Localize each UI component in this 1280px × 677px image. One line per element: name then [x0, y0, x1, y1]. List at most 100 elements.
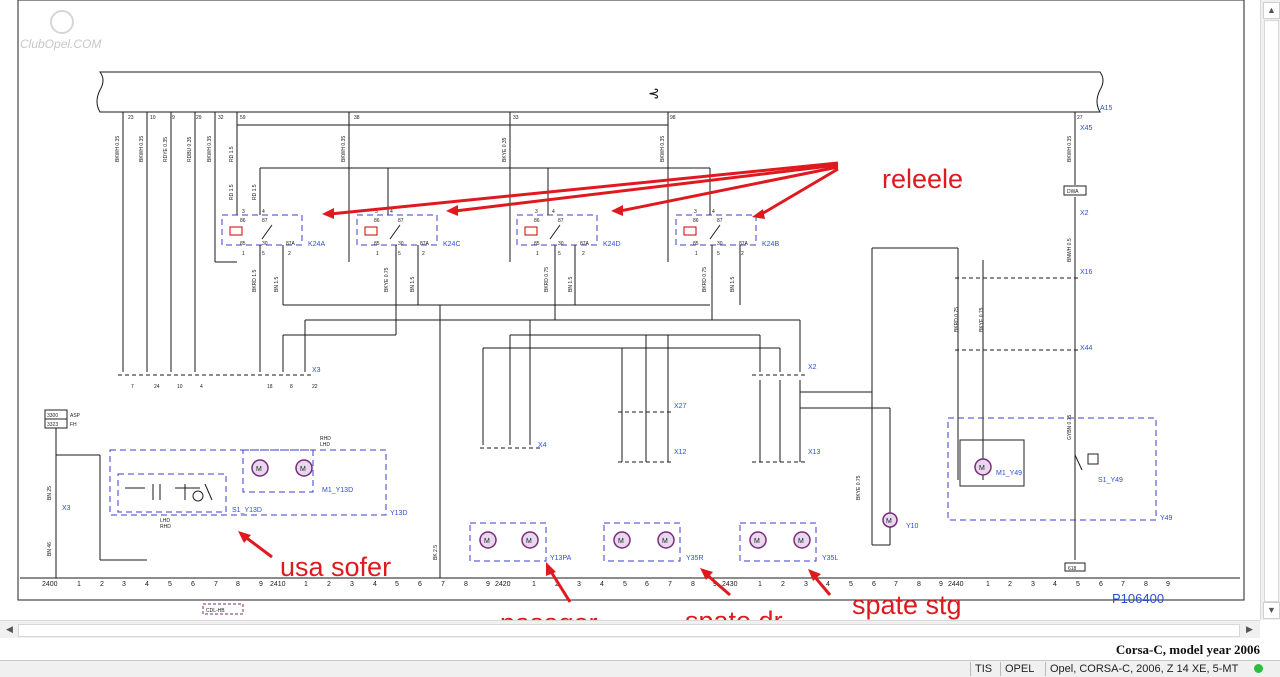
connector-x2-top: X2	[1080, 210, 1089, 217]
svg-text:M: M	[526, 538, 532, 545]
svg-text:1: 1	[304, 581, 308, 588]
svg-text:1: 1	[376, 251, 379, 257]
top-pin: 98	[670, 115, 676, 121]
svg-text:2: 2	[1008, 581, 1012, 588]
connector-x27: X27	[674, 403, 687, 410]
motor-icon	[793, 531, 811, 549]
wire-code: BKWH 0.35	[207, 136, 213, 162]
svg-text:3300: 3300	[47, 413, 58, 419]
wire-code: BKRD 0.75	[954, 307, 960, 332]
component-label: Y13D	[390, 510, 408, 517]
svg-text:6: 6	[645, 581, 649, 588]
svg-text:M: M	[754, 538, 760, 545]
svg-text:1: 1	[758, 581, 762, 588]
svg-text:8: 8	[917, 581, 921, 588]
svg-text:85: 85	[240, 241, 246, 247]
svg-text:2: 2	[555, 581, 559, 588]
wire-code: BN 1.5	[274, 276, 280, 292]
svg-text:86: 86	[240, 218, 246, 224]
cdl-tag: CDL-HB	[206, 608, 225, 614]
connector-x44: X44	[1080, 345, 1093, 352]
svg-text:5: 5	[717, 251, 720, 257]
svg-text:M: M	[300, 466, 306, 473]
svg-text:M: M	[798, 538, 804, 545]
svg-text:8: 8	[464, 581, 468, 588]
wire-code: BKYE 0.75	[979, 307, 985, 332]
wire-code: BN 1.5	[568, 276, 574, 292]
motor-icon	[479, 531, 497, 549]
svg-text:18: 18	[267, 384, 273, 390]
svg-text:2400: 2400	[42, 581, 58, 588]
svg-text:87: 87	[558, 218, 564, 224]
svg-text:5: 5	[1076, 581, 1080, 588]
top-pin: 32	[218, 115, 224, 121]
component-y10: M Y10	[872, 512, 919, 546]
svg-text:3323: 3323	[47, 422, 58, 428]
wire-code: BKWH 0.35	[139, 136, 145, 162]
horizontal-scrollbar[interactable]: ◀ ▶	[0, 620, 1260, 638]
scroll-right-icon[interactable]: ▶	[1246, 624, 1253, 634]
wire-code: BKRD 1.5	[252, 270, 258, 292]
relay-label: K24C	[443, 241, 461, 248]
svg-text:RHD: RHD	[320, 436, 331, 442]
relay-k24d: K24D 3 4 86 87 85 30 87A 1 5 2	[516, 209, 621, 257]
status-brand: OPEL	[1000, 662, 1034, 676]
wire-code: BKWH 0.35	[115, 136, 121, 162]
svg-text:86: 86	[374, 218, 380, 224]
vertical-scroll-thumb[interactable]	[1264, 20, 1279, 602]
svg-text:30: 30	[262, 241, 268, 247]
scroll-up-icon[interactable]: ▲	[1263, 2, 1280, 19]
svg-text:5: 5	[558, 251, 561, 257]
svg-text:7: 7	[894, 581, 898, 588]
status-ok-icon	[1254, 664, 1263, 673]
top-pin: 38	[354, 115, 360, 121]
svg-text:M: M	[886, 518, 892, 525]
svg-text:3: 3	[122, 581, 126, 588]
bottom-ruler: 2400 1 2 3 4 5 6 7 8 9 2410 1 2 3 4 5 6 …	[20, 577, 1240, 615]
annotation-spate-stg: spate stg	[808, 569, 962, 620]
svg-text:3: 3	[1031, 581, 1035, 588]
horizontal-scroll-thumb[interactable]	[18, 624, 1240, 637]
component-label: S1_Y13D	[232, 507, 262, 514]
connector-x13: X13	[808, 449, 821, 456]
wire-code: BKRD 0.75	[702, 267, 708, 292]
svg-text:7: 7	[214, 581, 218, 588]
status-bar: TIS OPEL Opel, CORSA-C, 2006, Z 14 XE, 5…	[0, 660, 1280, 677]
svg-text:5: 5	[398, 251, 401, 257]
svg-text:86: 86	[693, 218, 699, 224]
relay-k24c: K24C 3 4 86 87 85 30 87A 1 5 2	[356, 209, 461, 257]
svg-text:5: 5	[623, 581, 627, 588]
svg-text:9: 9	[939, 581, 943, 588]
wire-code: RD 1.5	[252, 184, 258, 200]
model-title: Corsa-C, model year 2006	[1115, 642, 1260, 657]
relay-label: K24D	[603, 241, 621, 248]
wire-code: GYBN 0.75	[1067, 414, 1073, 440]
motor-icon	[613, 531, 631, 549]
svg-text:8: 8	[1144, 581, 1148, 588]
connector-labels: X45 DWA X2 X16 X44 X3 X4 X27 X12 X2 X13 …	[62, 125, 1093, 512]
connector-x3-left: X3	[62, 505, 71, 512]
svg-text:24: 24	[154, 384, 160, 390]
svg-text:3: 3	[350, 581, 354, 588]
module-a15-label: A15	[1100, 105, 1113, 112]
svg-text:2: 2	[582, 251, 585, 257]
wire-code: BN 25	[47, 486, 53, 500]
svg-text:9: 9	[259, 581, 263, 588]
vertical-scrollbar[interactable]: ▲ ▼	[1260, 0, 1280, 620]
svg-text:8: 8	[236, 581, 240, 588]
svg-text:1: 1	[695, 251, 698, 257]
svg-text:4: 4	[826, 581, 830, 588]
annotation-spate-dr: spate dr	[685, 568, 783, 620]
module-a15: ⊰ A15	[96, 71, 1113, 113]
svg-text:1: 1	[242, 251, 245, 257]
svg-text:5: 5	[168, 581, 172, 588]
svg-text:5: 5	[395, 581, 399, 588]
relay-label: K24A	[308, 241, 325, 248]
svg-text:4: 4	[145, 581, 149, 588]
svg-text:5: 5	[262, 251, 265, 257]
scroll-down-icon[interactable]: ▼	[1263, 602, 1280, 619]
dwa-box	[1063, 185, 1087, 196]
header-symbol: ⊰	[648, 85, 660, 101]
scroll-left-icon[interactable]: ◀	[6, 624, 13, 634]
svg-text:4: 4	[1053, 581, 1057, 588]
